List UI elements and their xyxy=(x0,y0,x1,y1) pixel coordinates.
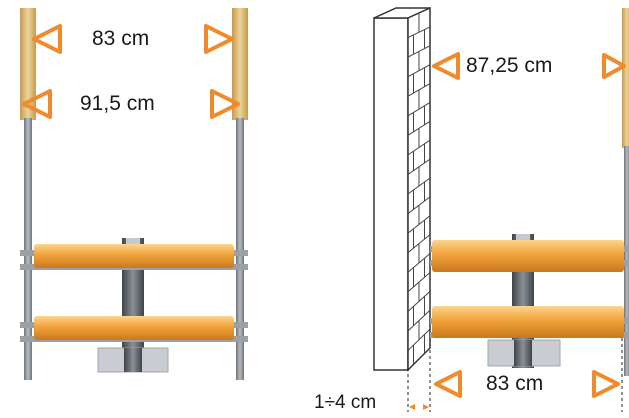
arrow-left-icon xyxy=(434,370,462,398)
arrow-left-icon xyxy=(409,404,415,410)
left-beam-lower xyxy=(20,316,248,342)
left-beam-upper xyxy=(20,244,248,270)
arrow-left-icon xyxy=(22,89,52,119)
brick-wall-icon xyxy=(373,6,431,372)
left-upright-wood-right xyxy=(232,8,248,120)
right-rack xyxy=(407,8,629,412)
right-bottom-dimension-label: 83 cm xyxy=(486,372,544,395)
arrow-left-icon xyxy=(432,52,460,80)
arrow-right-icon xyxy=(210,89,240,119)
arrow-right-icon xyxy=(204,24,234,54)
right-upright-wood xyxy=(622,8,629,148)
left-rack xyxy=(20,8,248,380)
left-post-left xyxy=(24,118,32,380)
right-beam-upper xyxy=(430,240,629,272)
gap-dimension-label: 1÷4 cm xyxy=(314,392,377,413)
arrow-right-icon xyxy=(592,370,620,398)
arrow-right-icon xyxy=(423,404,429,410)
arrow-left-icon xyxy=(32,24,62,54)
left-top-dimension-label: 83 cm xyxy=(92,27,150,50)
right-top-dimension-label: 87,25 cm xyxy=(466,54,553,77)
right-beam-lower xyxy=(430,306,629,338)
left-middle-dimension-label: 91,5 cm xyxy=(80,92,155,115)
arrow-right-icon xyxy=(602,53,626,79)
left-upright-wood-left xyxy=(20,8,36,120)
left-post-right xyxy=(236,118,244,380)
